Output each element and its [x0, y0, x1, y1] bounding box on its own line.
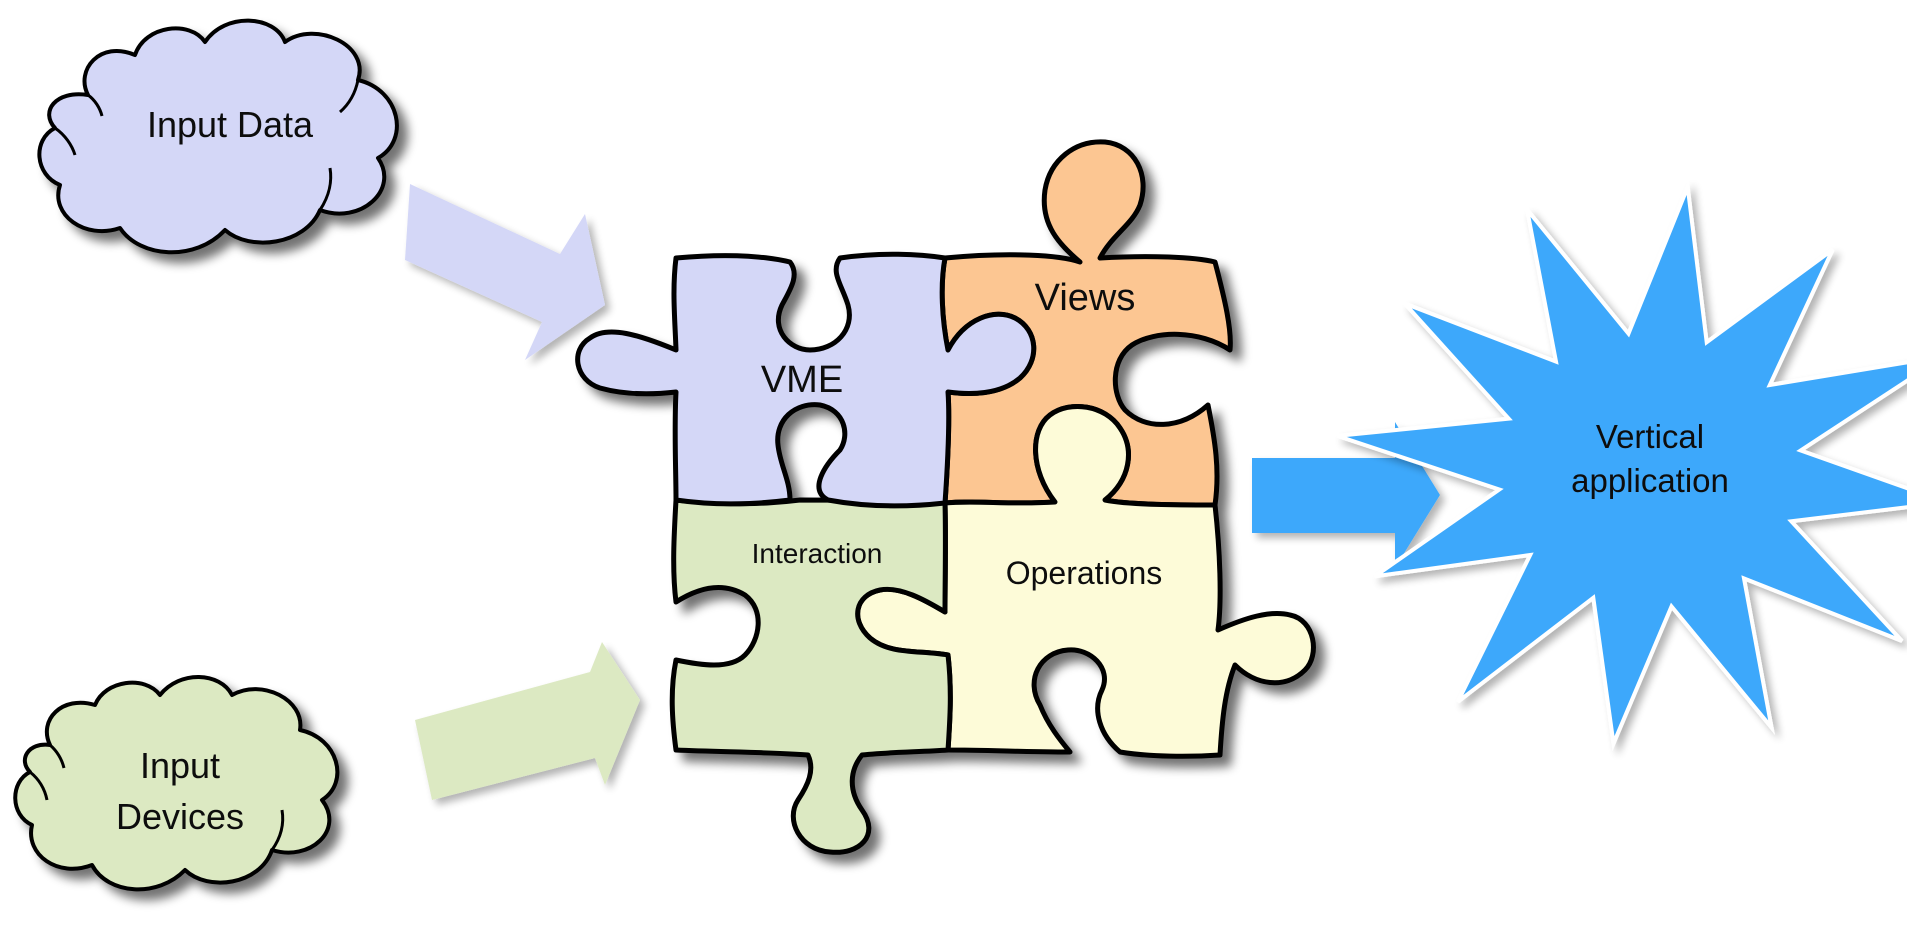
input-devices-cloud-shape [13, 675, 340, 892]
input-data-label: Input Data [147, 104, 314, 145]
input-devices-label-line2: Devices [116, 796, 244, 837]
views-label: Views [1035, 277, 1136, 319]
interaction-piece [669, 497, 953, 855]
input-devices-cloud: Input Devices [13, 675, 340, 892]
starburst-shape [1336, 179, 1907, 751]
vertical-application-starburst: Vertical application [1336, 179, 1907, 751]
vertical-application-label-line2: application [1571, 462, 1729, 499]
interaction-label: Interaction [752, 538, 883, 569]
input-data-cloud-shape [37, 18, 399, 255]
operations-label: Operations [1006, 555, 1163, 591]
puzzle: Views VME Interaction Operations [575, 139, 1316, 855]
vme-label: VME [761, 359, 843, 401]
input-data-cloud: Input Data [37, 18, 399, 255]
output-arrow [1252, 422, 1440, 568]
input-data-arrow [405, 184, 605, 360]
vertical-application-label-line1: Vertical [1596, 418, 1704, 455]
input-devices-label-line1: Input [140, 745, 220, 786]
vme-piece [575, 251, 1037, 509]
input-devices-arrow [415, 642, 640, 800]
